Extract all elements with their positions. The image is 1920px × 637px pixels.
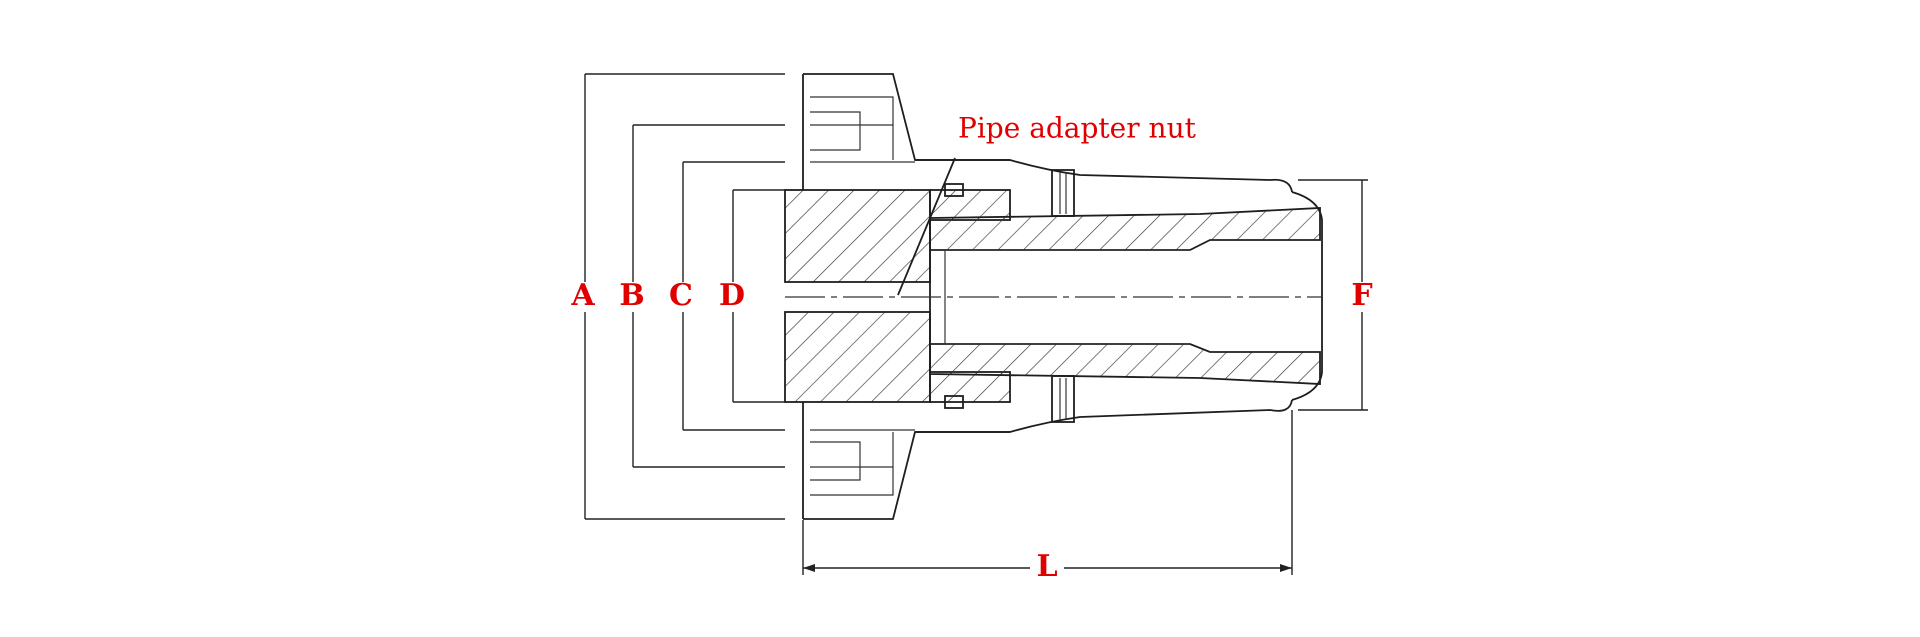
dimension-L [802,410,1293,575]
callout-leader [897,157,956,296]
label-A: A [570,278,595,313]
nut-block [784,183,1011,409]
label-L: L [1036,549,1057,584]
label-F: F [1351,278,1372,313]
bolt-bottom [1051,375,1075,423]
label-B: B [619,278,644,313]
dimension-F [1298,179,1368,411]
dimension-A [584,73,785,520]
dimension-C [682,161,785,431]
label-C: C [669,278,693,313]
fitting-body [915,159,1323,433]
callout-pipe-adapter-nut: Pipe adapter nut [958,112,1197,145]
dimension-B [632,124,785,468]
label-D: D [719,278,745,313]
bolt-top [1051,169,1075,217]
pipe [929,207,1321,385]
dimension-D [732,189,785,403]
